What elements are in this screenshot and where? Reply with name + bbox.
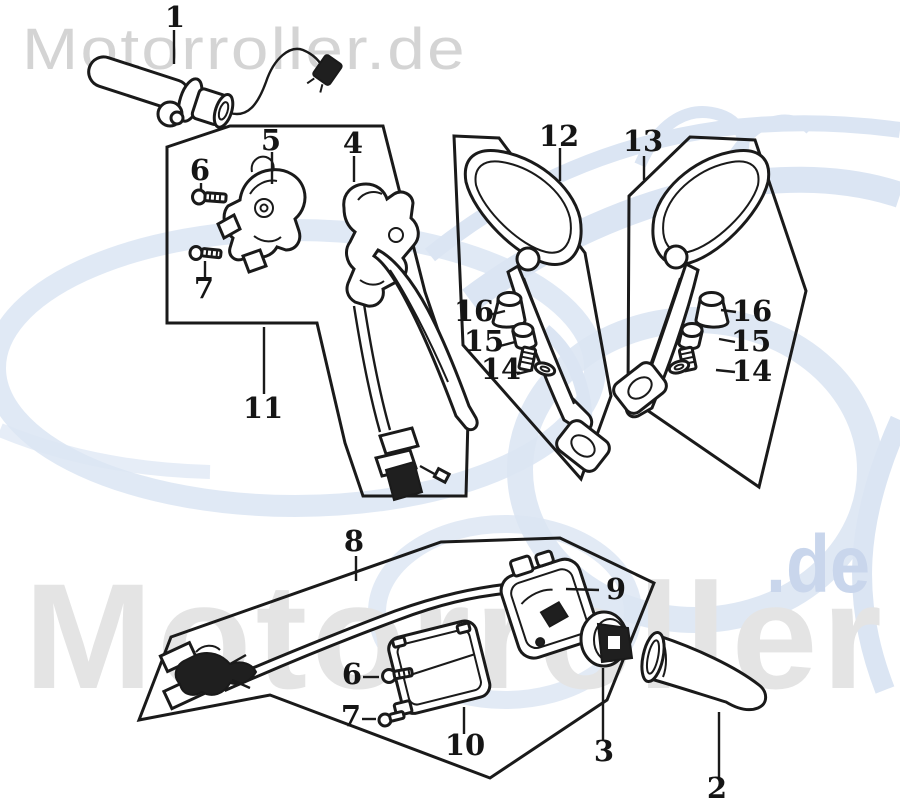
group-outline-11: [165, 124, 470, 498]
callout-layer: 1 5 4 6 7 11 12 13 16 15 14 16 15 14 8 9…: [165, 0, 772, 800]
callout-label-2: 2: [707, 771, 727, 800]
mirror-base: [555, 419, 611, 473]
callout-label-16l: 16: [454, 294, 494, 328]
callout-label-7b: 7: [341, 699, 361, 733]
part-switch-housing-4: [342, 182, 479, 502]
part-screw-7-lower: [377, 710, 406, 728]
part-screw-7-upper: [188, 245, 223, 261]
part-switch-housing-10: [387, 619, 492, 718]
leader-line-16r: [720, 308, 737, 314]
part-switch-housing-9: [499, 549, 599, 660]
part-cap-16-right: [694, 291, 730, 329]
callout-label-14l: 14: [481, 352, 521, 386]
group-outline-8: [136, 536, 656, 780]
group-outline-13: [626, 135, 808, 490]
part-screw-6-lower: [381, 667, 414, 684]
part-screw-6-upper: [191, 188, 228, 206]
watermark-de-text: .de: [766, 519, 870, 610]
callout-label-6a: 6: [190, 153, 210, 187]
cable-connector-block: [374, 426, 452, 502]
callout-label-6b: 6: [342, 657, 362, 691]
switch-knob-detail: [156, 100, 185, 128]
cable-end-connector: [306, 54, 343, 93]
callout-label-11: 11: [243, 391, 283, 425]
callout-label-5: 5: [261, 123, 281, 157]
callout-label-7a: 7: [194, 271, 214, 305]
part-throttle-drum-3: [579, 610, 634, 668]
part-washer-14-right: [667, 359, 691, 375]
callout-label-15l: 15: [464, 324, 504, 358]
callout-label-13: 13: [623, 124, 663, 158]
callout-label-8: 8: [344, 524, 364, 558]
part-switch-housing-5: [216, 155, 307, 274]
leader-line-15r: [718, 337, 736, 344]
callout-label-9: 9: [606, 572, 626, 606]
leader-line-16l: [488, 309, 506, 317]
part-wiring-connectors: [158, 640, 258, 711]
callout-label-16r: 16: [732, 294, 772, 328]
lever-blade: [371, 248, 479, 432]
part-bolt-15-left: [511, 322, 538, 373]
part-bolt-15-right: [677, 322, 704, 373]
part-throttle-grip-assembly: [87, 47, 343, 129]
part-washer-14-left: [533, 361, 557, 377]
callout-label-1: 1: [165, 0, 185, 34]
group-outline-12: [452, 134, 613, 482]
leader-line-14l: [516, 368, 534, 376]
mirror-base: [612, 361, 668, 415]
part-handlebar-grip-2: [640, 630, 768, 712]
callout-label-4: 4: [343, 126, 363, 160]
leader-line-9: [565, 587, 600, 592]
leader-line-14r: [715, 368, 736, 374]
part-mirror-13: [612, 148, 771, 419]
callout-label-10: 10: [445, 728, 485, 762]
leader-line-15l: [499, 340, 516, 348]
part-cap-16-left: [491, 291, 527, 329]
callout-label-3: 3: [594, 734, 614, 768]
callout-label-15r: 15: [731, 324, 771, 358]
callout-label-14r: 14: [732, 354, 772, 388]
callout-label-12: 12: [539, 119, 579, 153]
